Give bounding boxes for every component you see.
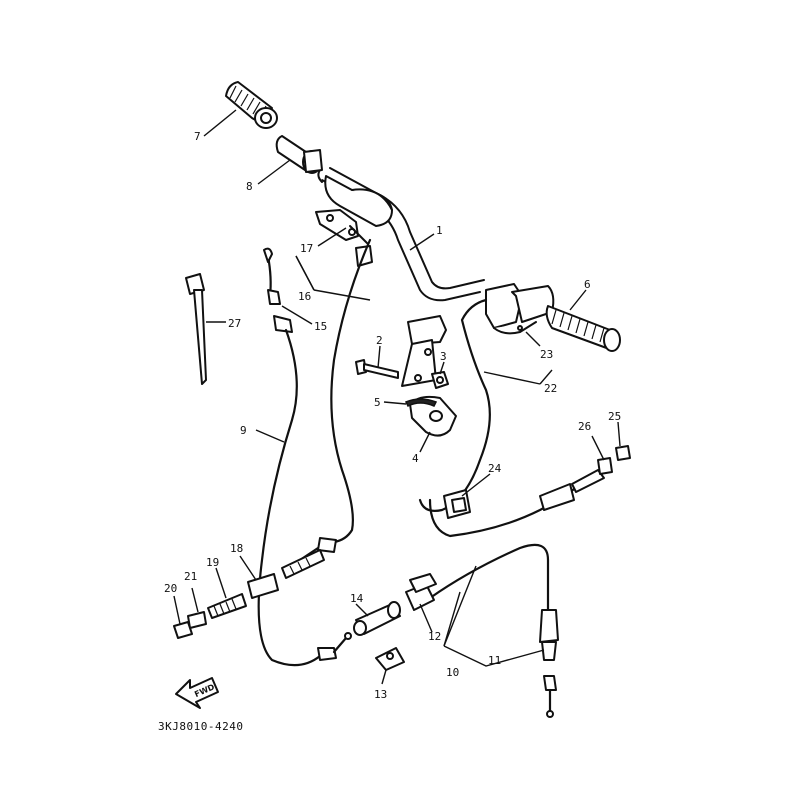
callout-5: 5: [374, 396, 381, 409]
callout-18: 18: [230, 542, 243, 555]
callout-25: 25: [608, 410, 621, 423]
callout-1: 1: [436, 224, 443, 237]
decompression-cable: [428, 543, 559, 718]
cable-tie: [185, 273, 207, 385]
callout-27: 27: [228, 317, 241, 330]
rear-brake-cable: [418, 298, 613, 538]
drawing-code: 3KJ8010-4240: [158, 720, 243, 733]
front-arrow: FWD: [175, 677, 219, 709]
callout-12: 12: [428, 630, 441, 643]
right-grip: [545, 305, 621, 352]
callout-3: 3: [440, 350, 447, 363]
left-grip: [225, 81, 278, 129]
right-switch-housing: [485, 283, 555, 335]
nut: [431, 371, 449, 389]
callout-6: 6: [584, 278, 591, 291]
callout-10: 10: [446, 666, 459, 679]
callout-8: 8: [246, 180, 253, 193]
callout-23: 23: [540, 348, 553, 361]
callout-24: 24: [488, 462, 502, 475]
callout-14: 14: [350, 592, 364, 605]
callout-26: 26: [578, 420, 591, 433]
adjuster-nut: [615, 445, 631, 461]
callout-13: 13: [374, 688, 387, 701]
callout-15: 15: [314, 320, 327, 333]
cable-holder: [375, 647, 405, 671]
cable-guide: [405, 573, 437, 611]
right-bar-end: [324, 175, 393, 227]
callout-2: 2: [376, 334, 383, 347]
cable-clip: [443, 489, 471, 519]
callout-21: 21: [184, 570, 197, 583]
adjuster-tube: [353, 601, 401, 636]
callout-4: 4: [412, 452, 419, 465]
callout-7: 7: [194, 130, 201, 143]
leader-lines: [173, 109, 621, 685]
bolt: [355, 359, 399, 379]
throttle-tube: [275, 135, 323, 174]
callout-22: 22: [544, 382, 557, 395]
callout-20: 20: [164, 582, 177, 595]
callout-16: 16: [298, 290, 311, 303]
adjuster-stack: [173, 549, 325, 639]
callouts: 7 8 1 17 16 15 27 9 2 3 5 4 6 23 22 24 2…: [164, 130, 621, 701]
callout-17: 17: [300, 242, 313, 255]
callout-9: 9: [240, 424, 247, 437]
callout-11: 11: [488, 654, 501, 667]
band: [404, 398, 438, 408]
callout-19: 19: [206, 556, 219, 569]
throttle-cable: [257, 247, 352, 667]
